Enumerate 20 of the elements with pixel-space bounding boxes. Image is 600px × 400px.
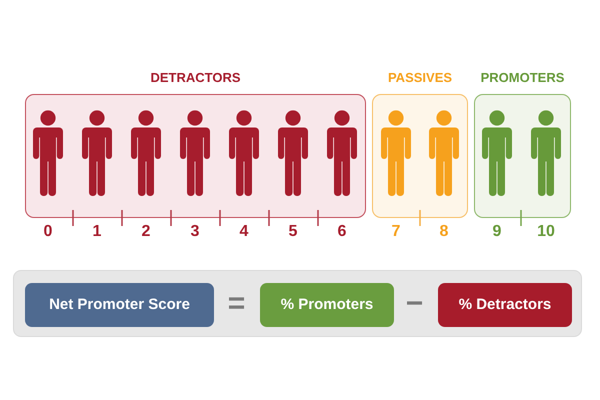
formula-term-box: % Promoters [260,283,394,327]
segment-heading: PROMOTERS [480,71,564,84]
score-number: 10 [537,224,555,240]
operator-sign: − [406,289,424,319]
score-number: 0 [44,224,52,240]
formula-term-box: % Detractors [438,283,572,327]
score-number: 2 [142,224,150,240]
score-number: 5 [288,224,298,240]
operator-sign: = [228,289,246,319]
formula-panel [13,270,582,337]
score-number: 4 [240,224,248,240]
formula-term-box: Net Promoter Score [25,283,214,327]
score-number: 7 [392,224,400,240]
segment-heading: DETRACTORS [150,71,241,84]
score-number: 8 [440,224,448,240]
segment-heading: PASSIVES [388,71,452,84]
score-number: 9 [492,224,502,240]
score-number: 1 [92,224,102,240]
score-number: 6 [338,224,346,240]
score-number: 3 [190,224,200,240]
